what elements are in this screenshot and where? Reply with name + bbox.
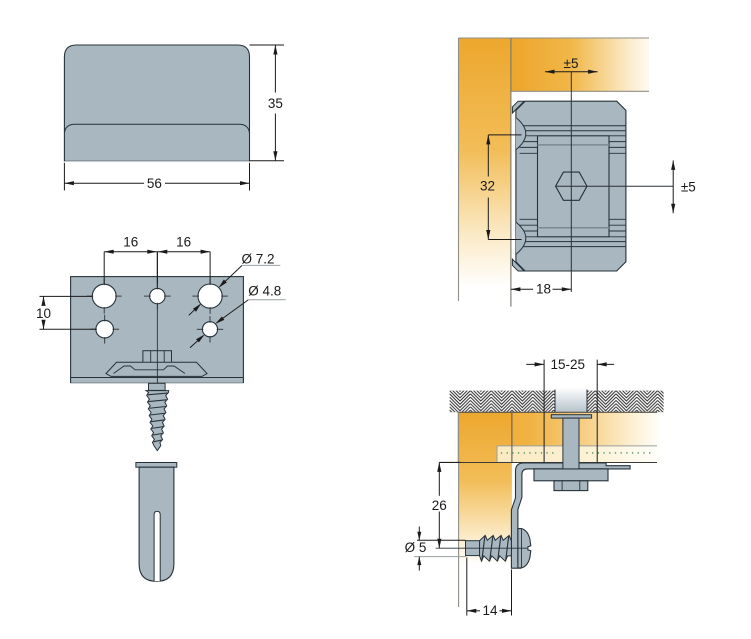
svg-text:15-25: 15-25 (551, 357, 586, 372)
svg-text:Ø 7.2: Ø 7.2 (242, 251, 275, 266)
svg-text:±5: ±5 (681, 179, 696, 194)
svg-text:35: 35 (268, 96, 283, 111)
svg-text:±5: ±5 (564, 56, 579, 71)
svg-text:26: 26 (432, 498, 447, 513)
svg-text:32: 32 (480, 179, 495, 194)
svg-text:Ø 5: Ø 5 (405, 540, 427, 555)
svg-text:Ø 4.8: Ø 4.8 (248, 284, 281, 299)
svg-text:56: 56 (147, 176, 162, 191)
svg-text:16: 16 (123, 235, 138, 250)
svg-text:10: 10 (36, 306, 51, 321)
svg-text:16: 16 (176, 235, 191, 250)
svg-text:18: 18 (536, 282, 551, 297)
svg-text:14: 14 (482, 603, 498, 618)
